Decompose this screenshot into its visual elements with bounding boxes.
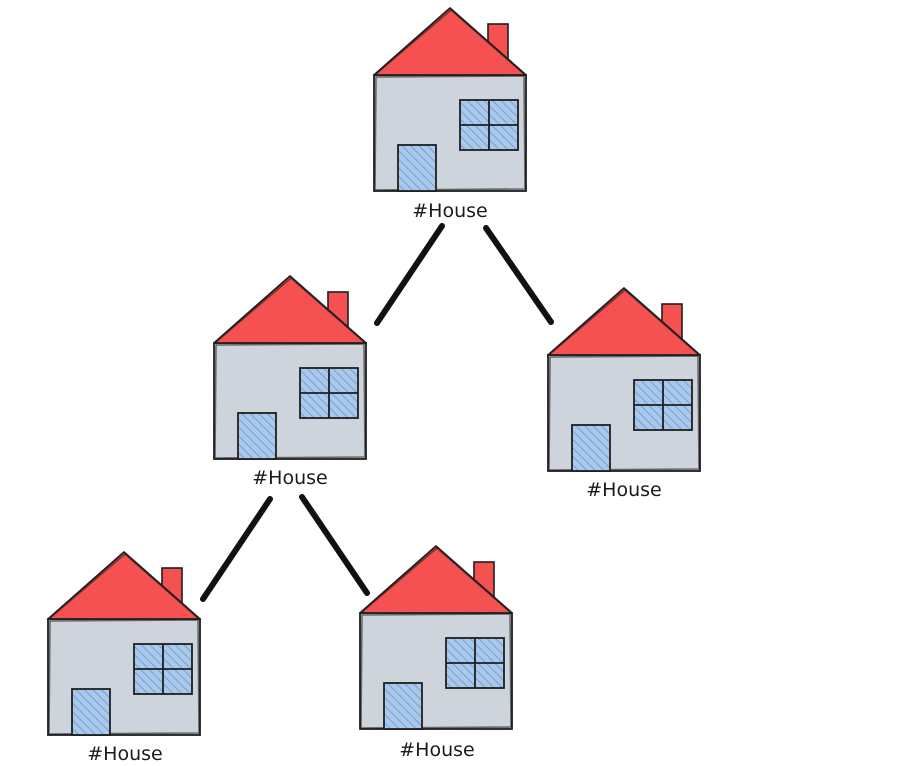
house-labels: #House #House #House #House #House xyxy=(87,200,661,765)
house-label-left-child: #House xyxy=(252,467,327,489)
house-roof-sketch xyxy=(215,277,365,343)
house-wall-sketch xyxy=(214,343,366,459)
house-label-right-child: #House xyxy=(586,479,661,501)
house-door xyxy=(383,682,423,730)
house-label-left-left-grandchild: #House xyxy=(87,743,162,765)
house-label-left-right-grandchild: #House xyxy=(399,739,474,761)
house-label-root: #House xyxy=(412,200,487,222)
house-icon xyxy=(373,7,527,192)
connector-lines xyxy=(200,223,554,602)
house-icon xyxy=(213,275,367,460)
house-door xyxy=(397,144,437,192)
house-wall-sketch xyxy=(48,619,200,735)
edge-left-child-to-left-right-grandchild xyxy=(299,494,370,596)
house-roof-sketch xyxy=(361,547,511,613)
house-wall-sketch xyxy=(548,355,700,471)
house-door xyxy=(571,424,611,472)
house-wall-sketch xyxy=(374,75,526,191)
house-icon xyxy=(47,551,201,736)
house-roof-sketch xyxy=(49,553,199,619)
house-door xyxy=(237,412,277,460)
house-roof-sketch xyxy=(549,289,699,355)
house-icon xyxy=(547,287,701,472)
edge-root-to-left-child xyxy=(374,223,445,326)
house-wall-sketch xyxy=(360,613,512,729)
edge-root-to-right-child xyxy=(483,225,554,325)
edge-left-child-to-left-left-grandchild xyxy=(200,496,273,602)
house-icon xyxy=(359,545,513,730)
house-door xyxy=(71,688,111,736)
house-roof-sketch xyxy=(375,9,525,75)
